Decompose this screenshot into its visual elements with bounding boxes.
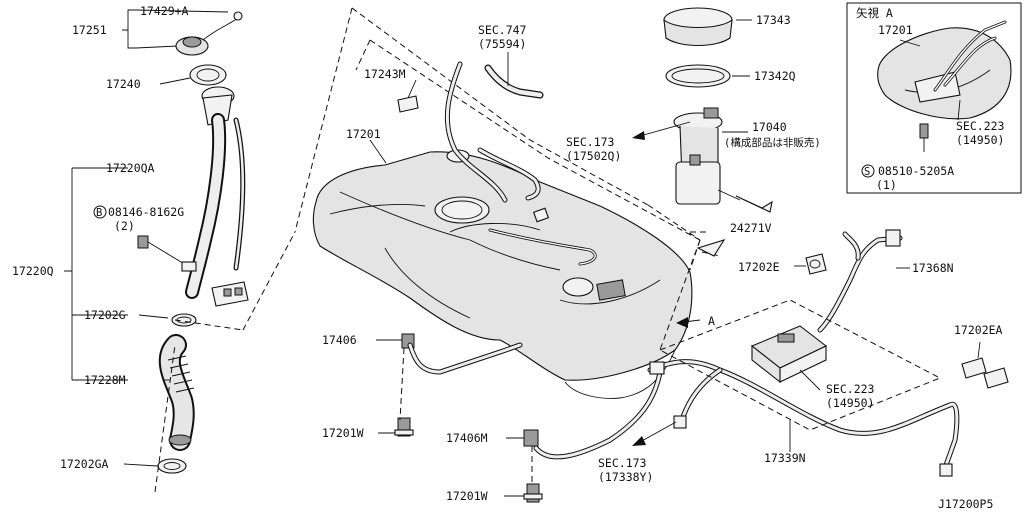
label-17429a: 17429+A [140, 4, 189, 18]
evap-tube-sec747 [484, 52, 544, 99]
fuel-tank-17201 [312, 149, 693, 399]
label-17202ga: 17202GA [60, 457, 109, 471]
bolt-17201w-b [504, 483, 543, 503]
label-17251: 17251 [72, 23, 107, 37]
lock-ring-17343 [663, 7, 752, 46]
label-08146-mark: B [96, 207, 102, 219]
bracket-17406m [506, 361, 665, 460]
label-08146-qty: (2) [114, 219, 135, 233]
label-17368n: 17368N [912, 261, 954, 275]
label-view-a-title: 矢視 A [856, 6, 893, 20]
label-17040-note: (構成部品は非販売) [724, 136, 821, 149]
bracket-17406 [376, 333, 523, 375]
diagram-code: J17200P5 [938, 497, 993, 511]
label-17040: 17040 [752, 120, 787, 134]
label-17406m: 17406M [446, 431, 488, 445]
sensor-24271v [690, 231, 726, 257]
label-17228m: 17228M [84, 373, 126, 387]
label-sec173-a-ref: (17502Q) [566, 149, 621, 163]
label-17343: 17343 [756, 13, 791, 27]
label-08510: 08510-5205A [878, 164, 954, 178]
filler-ring-17240 [159, 64, 227, 86]
filler-assembly [64, 9, 296, 493]
vent-tube-17243m [369, 61, 541, 203]
label-sec223-a-ref: (14950) [826, 396, 874, 410]
label-sec173-b-ref: (17338Y) [598, 470, 653, 484]
clip-17202ea [961, 341, 1009, 389]
label-17220q: 17220Q [12, 264, 54, 278]
tube-17368n [817, 229, 910, 333]
inset-view-a [846, 2, 1022, 194]
clamp-17202ga [157, 458, 187, 474]
label-sec223-b: SEC.223 [956, 119, 1005, 133]
label-17201w-a: 17201W [322, 426, 364, 440]
hose-17228m [158, 334, 195, 451]
label-sec747-ref: (75594) [478, 37, 526, 51]
label-17240: 17240 [106, 77, 141, 91]
filler-tube-17220qa [185, 86, 249, 307]
screw-mark-circle [861, 164, 875, 178]
label-08510-qty: (1) [876, 178, 897, 192]
bolt-17201w-a [378, 417, 414, 437]
canister-sec223 [750, 325, 828, 391]
packing-17342q [665, 64, 750, 88]
label-17406: 17406 [322, 333, 357, 347]
label-17220qa: 17220QA [106, 161, 155, 175]
fuel-pump-17040 [673, 107, 773, 213]
arrow-sec173-lower [632, 421, 677, 446]
label-arrow-a: A [708, 314, 715, 328]
label-08510-mark: S [864, 166, 870, 178]
part-labels: 17429+A 17251 17240 17220QA B 08146-8162… [12, 4, 1005, 511]
label-sec223-a: SEC.223 [826, 382, 875, 396]
main-tank-outline [294, 7, 701, 271]
evap-outline [658, 239, 942, 431]
label-17201: 17201 [346, 127, 381, 141]
arrow-view-a [676, 317, 701, 328]
label-17342q: 17342Q [754, 69, 796, 83]
label-sec747: SEC.747 [478, 23, 527, 37]
clamp-17202g [171, 313, 197, 327]
label-17243m: 17243M [364, 67, 406, 81]
bolt-mark-circle [93, 205, 107, 219]
label-17202ea: 17202EA [954, 323, 1003, 337]
arrow-sec173-upper [632, 121, 691, 140]
evap-line-17339n [647, 359, 960, 477]
clip-17202e [794, 253, 827, 275]
label-17202g: 17202G [84, 308, 126, 322]
label-sec173-b: SEC.173 [598, 456, 647, 470]
label-24271v: 24271V [730, 221, 772, 235]
label-sec223-b-ref: (14950) [956, 133, 1004, 147]
label-08146: 08146-8162G [108, 205, 184, 219]
bolt-08146 [137, 235, 197, 272]
label-sec173-a: SEC.173 [566, 135, 615, 149]
label-17201w-b: 17201W [446, 489, 488, 503]
label-17339n: 17339N [764, 451, 806, 465]
wiring-on-tank [488, 228, 597, 266]
label-17202e: 17202E [738, 260, 780, 274]
label-inset-17201: 17201 [878, 23, 913, 37]
fuel-cap [175, 11, 243, 56]
dash-17406 [399, 347, 405, 421]
